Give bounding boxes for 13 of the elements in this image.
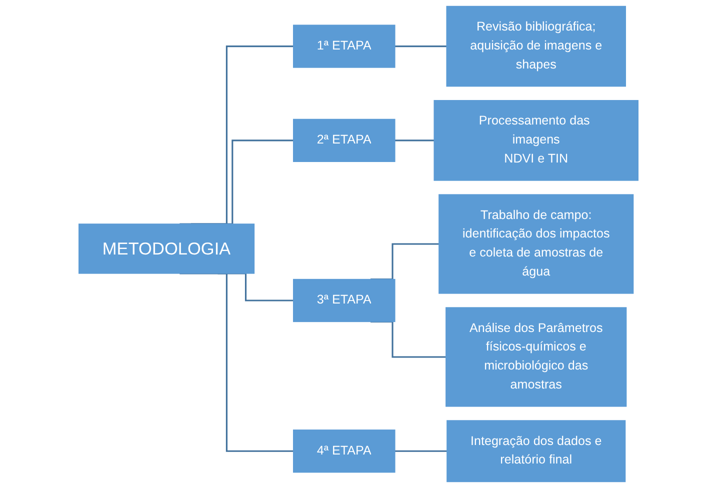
- node-box: Revisão bibliográfica; aquisição de imagens e shapes: [446, 6, 626, 87]
- node-box: METODOLOGIA: [78, 224, 255, 274]
- node-box: 1ª ETAPA: [293, 24, 396, 68]
- node-box: Análise dos Parâmetros físicos-químicos e microbiológico das amostras: [446, 307, 627, 407]
- node-box: Trabalho de campo: identificação dos impactos e coleta de amostras de água: [438, 194, 634, 294]
- connector: [394, 140, 434, 142]
- node-box: Processamento das imagens NDVI e TIN: [434, 100, 638, 181]
- connector: [394, 450, 447, 452]
- node-box: 4ª ETAPA: [293, 430, 396, 473]
- connector: [394, 46, 447, 48]
- node-box: Integração dos dados e relatório final: [446, 420, 626, 482]
- node-box: 2ª ETAPA: [293, 118, 396, 162]
- node-box: 3ª ETAPA: [293, 278, 396, 322]
